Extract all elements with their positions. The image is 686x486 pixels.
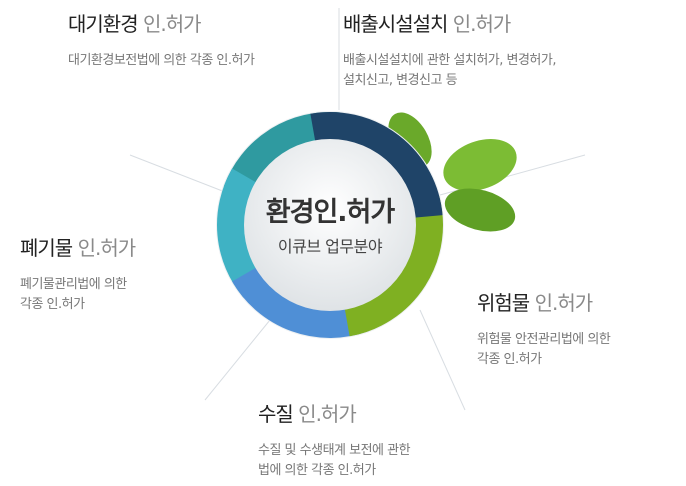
item-emission: 배출시설설치 인.허가 배출시설설치에 관한 설치허가, 변경허가, 설치신고, … (343, 8, 556, 91)
item-desc: 수질 및 수생태계 보전에 관한 (258, 443, 411, 458)
segment-hazard (344, 195, 443, 337)
center-circle (244, 139, 416, 311)
item-desc: 각종 인.허가 (477, 352, 542, 367)
item-title: 폐기물 (20, 236, 73, 260)
item-title: 배출시설설치 (343, 12, 448, 36)
item-desc: 배출시설설치에 관한 설치허가, 변경허가, (343, 53, 556, 68)
item-desc: 설치신고, 변경신고 등 (343, 73, 458, 88)
item-suffix: 인.허가 (298, 402, 357, 426)
item-title: 대기환경 (68, 12, 139, 36)
item-desc: 폐기물관리법에 의한 (20, 277, 127, 292)
item-suffix: 인.허가 (452, 12, 512, 36)
center-title: 환경인.허가 (265, 197, 395, 228)
item-suffix: 인.허가 (534, 291, 594, 315)
item-suffix: 인.허가 (77, 236, 137, 260)
item-desc: 위험물 안전관리법에 의한 (477, 332, 611, 347)
item-title: 위험물 (477, 291, 530, 315)
item-desc: 대기환경보전법에 의한 각종 인.허가 (68, 53, 255, 68)
center-label: 환경인.허가 이큐브 업무분야 (245, 190, 415, 257)
segment-water (232, 267, 369, 338)
item-desc: 각종 인.허가 (20, 297, 85, 312)
item-title: 수질 (258, 402, 294, 426)
item-desc: 법에 의한 각종 인.허가 (258, 463, 376, 478)
item-suffix: 인.허가 (142, 12, 202, 36)
item-air: 대기환경 인.허가 대기환경보전법에 의한 각종 인.허가 (68, 8, 255, 71)
segment-emission (310, 112, 443, 219)
center-subtitle: 이큐브 업무분야 (277, 237, 383, 256)
